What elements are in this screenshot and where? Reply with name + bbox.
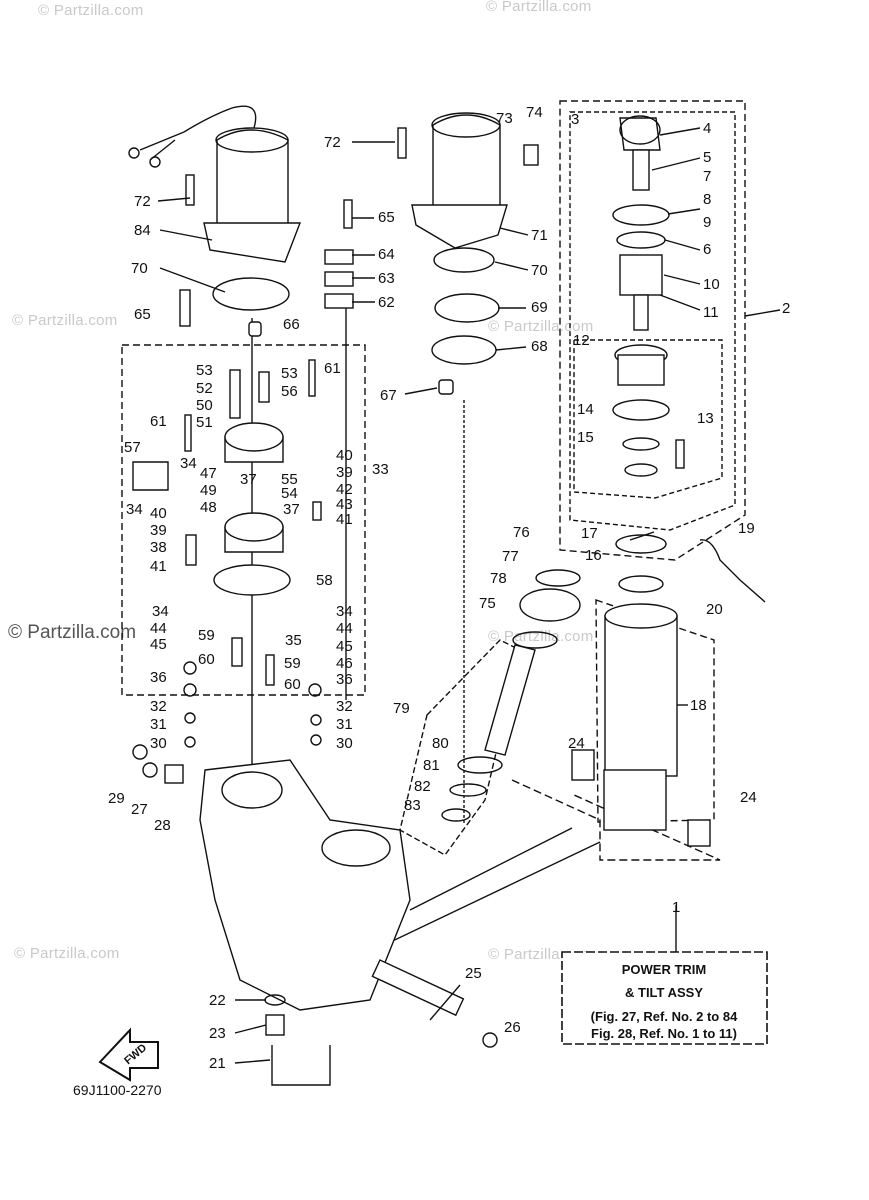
watermark: © Partzilla.com [12,312,118,329]
watermark: © Partzilla.com [14,945,120,962]
watermark: © Partzilla.com [488,318,594,335]
watermark: © Partzilla.com [38,2,144,19]
watermark: © Partzilla.com [486,0,592,15]
watermark: © Partzilla.com [488,628,594,645]
diagram-code: 69J1100-2270 [73,1082,162,1098]
watermark-main: © Partzilla.com [8,622,137,643]
